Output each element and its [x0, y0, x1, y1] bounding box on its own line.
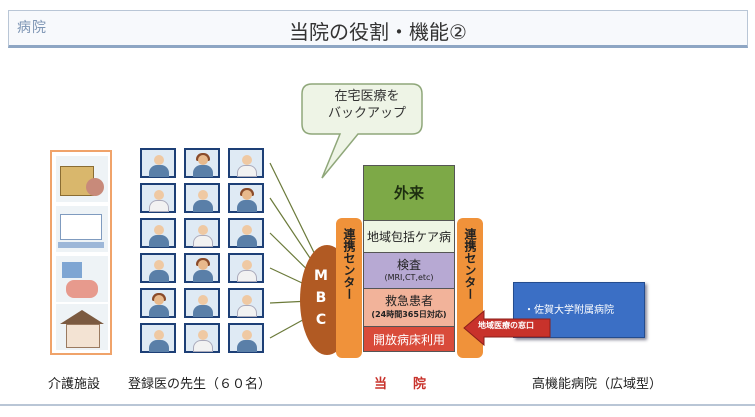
doctor-portrait	[228, 323, 264, 353]
bottom-divider	[0, 404, 755, 406]
doctor-portrait	[184, 218, 220, 248]
doctor-portrait	[140, 148, 176, 178]
doctor-portrait	[140, 253, 176, 283]
hospital-logo: 病院	[17, 20, 47, 36]
mbc-label: MBC	[314, 268, 328, 328]
doctor-portrait	[140, 323, 176, 353]
callout-line2: バックアップ	[327, 106, 406, 121]
doctor-portrait	[184, 183, 220, 213]
doctor-portrait	[228, 183, 264, 213]
doctor-portrait	[140, 218, 176, 248]
doctor-portrait	[228, 253, 264, 283]
registered-doctors-label: 登録医の先生（６０名）	[128, 377, 272, 392]
regional-window-label: 地域医療の窓口	[478, 321, 534, 330]
left-liaison-center-label: 連携センター	[342, 228, 356, 300]
left-liaison-center: 連携センター	[336, 218, 362, 358]
block-open-beds: 開放病床利用	[363, 326, 455, 352]
home-care-illustration	[56, 304, 108, 350]
block-examination-sub: (MRI,CT,etc)	[384, 273, 434, 282]
block-outpatient: 外来	[363, 165, 455, 220]
nursing-home-illustration	[56, 156, 108, 202]
doctor-portrait	[184, 148, 220, 178]
care-facility-building-illustration	[56, 206, 108, 252]
block-emergency-label: 救急患者	[384, 294, 433, 308]
doctor-portrait	[184, 288, 220, 318]
advanced-hospital-label: 高機能病院（広域型）	[532, 377, 663, 392]
family-illustration	[56, 256, 108, 302]
doctor-portrait	[140, 183, 176, 213]
university-hospital-label: ・佐賀大学附属病院	[524, 305, 614, 316]
doctor-portrait	[228, 288, 264, 318]
block-examination: 検査 (MRI,CT,etc)	[363, 252, 455, 288]
block-emergency-sub: (24時間365日対応)	[371, 310, 447, 319]
doctor-portrait	[140, 288, 176, 318]
care-facilities-label: 介護施設	[48, 377, 101, 392]
block-community-care-beds: 地域包括ケア病床	[363, 220, 455, 276]
callout-bubble	[301, 83, 423, 179]
doctor-portrait	[228, 218, 264, 248]
right-liaison-center-label: 連携センター	[463, 228, 477, 300]
callout-line1: 在宅医療を	[334, 89, 400, 104]
care-facilities-panel	[50, 150, 112, 355]
regional-window-arrow	[463, 309, 551, 347]
right-liaison-center: 連携センター	[457, 218, 483, 358]
registered-doctors-grid	[140, 148, 270, 358]
doctor-portrait	[228, 148, 264, 178]
block-examination-label: 検査	[396, 258, 421, 272]
block-emergency: 救急患者 (24時間365日対応)	[363, 288, 455, 326]
our-hospital-label: 当 院	[374, 377, 427, 392]
page-title: 当院の役割・機能②	[289, 20, 467, 44]
title-bar: 病院 当院の役割・機能②	[8, 10, 748, 48]
doctor-portrait	[184, 323, 220, 353]
doctor-portrait	[184, 253, 220, 283]
